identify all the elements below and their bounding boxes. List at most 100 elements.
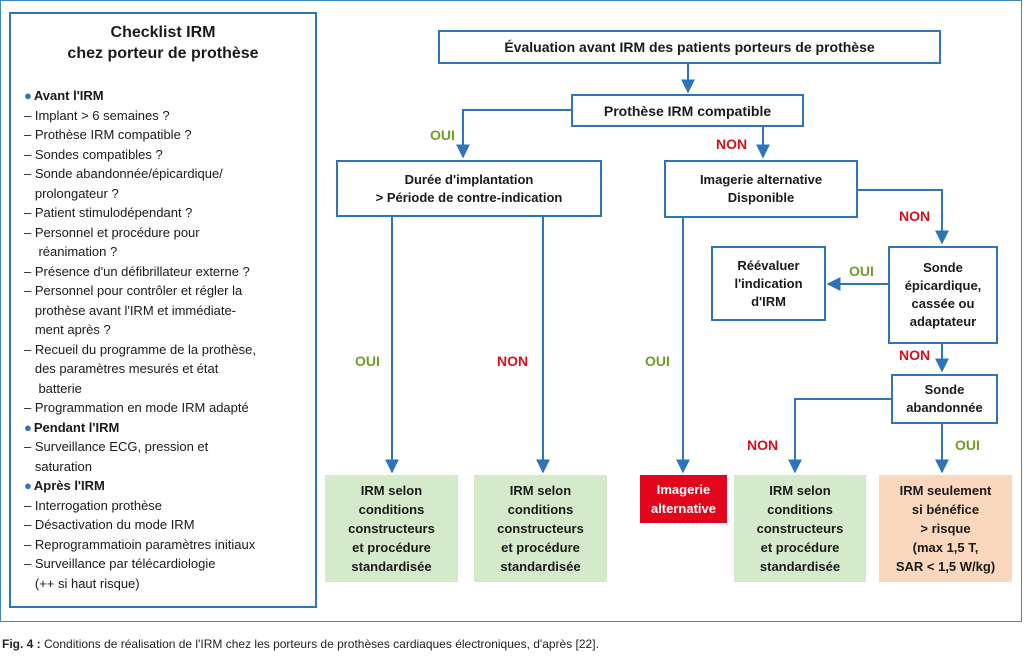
result-irm-standard-2: IRM selon conditions constructeurs et pr… [474, 475, 607, 582]
checklist-item: – Désactivation du mode IRM [24, 515, 316, 535]
checklist-line-text: – Reprogrammatioin paramètres initiaux [24, 536, 256, 552]
label-non-duree: NON [497, 353, 529, 369]
checklist-line-text: prolongateur ? [24, 185, 119, 201]
label-non-dispo: NON [899, 208, 931, 224]
bullet-icon: ● [24, 88, 32, 103]
result-irm-benefice-risque: IRM seulement si bénéfice > risque (max … [879, 475, 1012, 582]
checklist-lines: ●Avant l'IRM– Implant > 6 semaines ?– Pr… [24, 86, 316, 593]
checklist-item: – Sondes compatibles ? [24, 145, 316, 165]
checklist-line-text: Avant l'IRM [33, 88, 104, 103]
checklist-item: – Programmation en mode IRM adapté [24, 398, 316, 418]
checklist-line-text: réanimation ? [24, 244, 118, 259]
checklist-line-text: – Présence d'un défibrillateur externe ? [24, 263, 250, 279]
caption-prefix: Fig. 4 : [2, 637, 41, 651]
label-oui-compatible: OUI [430, 127, 455, 143]
checklist-line-text: – Surveillance par télécardiologie [24, 556, 216, 571]
checklist-line-text: – Personnel et procédure pour [24, 224, 200, 240]
figure-frame [0, 0, 1022, 622]
checklist-item: – Surveillance par télécardiologie [24, 554, 316, 574]
checklist-line-text: – Programmation en mode IRM adapté [24, 400, 249, 415]
box-reevaluer-text: Réévaluer l'indication d'IRM [734, 257, 803, 309]
checklist-line-text: Pendant l'IRM [33, 419, 120, 435]
checklist-panel: Checklist IRM chez porteur de prothèse ●… [9, 12, 317, 608]
result-irm-standard-3: IRM selon conditions constructeurs et pr… [734, 475, 866, 582]
result-irm-standard-3-text: IRM selon conditions constructeurs et pr… [756, 483, 844, 574]
checklist-line-text: saturation [24, 458, 92, 474]
checklist-title-line1: Checklist IRM [110, 24, 216, 41]
box-reevaluer: Réévaluer l'indication d'IRM [711, 246, 826, 321]
checklist-line-text: – Implant > 6 semaines ? [24, 107, 170, 123]
checklist-item: – Patient stimulodépendant ? [24, 203, 316, 223]
checklist-item: – Personnel et procédure pour [24, 223, 316, 243]
checklist-line-text: – Personnel pour contrôler et régler la [24, 283, 243, 298]
result-irm-standard-2-text: IRM selon conditions constructeurs et pr… [497, 483, 584, 574]
checklist-item: réanimation ? [24, 242, 316, 262]
checklist-line-text: – Patient stimulodépendant ? [24, 205, 193, 220]
bullet-icon: ● [24, 478, 32, 493]
checklist-section-heading: ●Avant l'IRM [24, 86, 316, 106]
box-sonde-abandonnee-text: Sonde abandonnée [906, 382, 983, 415]
label-non-sonde-epi: NON [899, 347, 931, 363]
arrow-aband-non [788, 398, 891, 474]
box-evaluation: Évaluation avant IRM des patients porteu… [438, 30, 941, 64]
checklist-line-text: prothèse avant l'IRM et immédiate- [24, 302, 237, 318]
checklist-line-text: batterie [24, 380, 82, 396]
checklist-item: batterie [24, 379, 316, 399]
box-imagerie-disponible-text: Imagerie alternative Disponible [699, 172, 823, 205]
checklist-line-text: – Sondes compatibles ? [24, 146, 163, 162]
arrow-dispo-non [858, 189, 949, 245]
checklist-item: prothèse avant l'IRM et immédiate- [24, 301, 316, 321]
box-duree-implantation: Durée d'implantation > Période de contre… [336, 160, 602, 217]
label-oui-aband: OUI [955, 437, 980, 453]
checklist-line-text: – Interrogation prothèse [24, 497, 163, 513]
box-imagerie-disponible: Imagerie alternative Disponible [664, 160, 858, 218]
box-sonde-epicardique-text: Sonde épicardique, cassée ou adaptateur [904, 260, 982, 329]
checklist-item: (++ si haut risque) [24, 574, 316, 594]
checklist-line-text: – Surveillance ECG, pression et [24, 439, 209, 454]
checklist-item: ment après ? [24, 320, 316, 340]
checklist-item: – Surveillance ECG, pression et [24, 437, 316, 457]
figure-caption: Fig. 4 : Conditions de réalisation de l'… [2, 637, 599, 651]
label-oui-sonde-epi: OUI [849, 263, 874, 279]
box-sonde-epicardique: Sonde épicardique, cassée ou adaptateur [888, 246, 998, 344]
checklist-title: Checklist IRM chez porteur de prothèse [11, 22, 315, 64]
label-oui-dispo: OUI [645, 353, 670, 369]
checklist-item: des paramètres mesurés et état [24, 359, 316, 379]
label-oui-duree: OUI [355, 353, 380, 369]
checklist-line-text: ment après ? [24, 322, 111, 337]
caption-text: Conditions de réalisation de l'IRM chez … [40, 637, 599, 651]
checklist-item: – Interrogation prothèse [24, 496, 316, 516]
box-prothese-compatible: Prothèse IRM compatible [571, 94, 804, 127]
result-irm-standard-1: IRM selon conditions constructeurs et pr… [325, 475, 458, 582]
checklist-item: – Recueil du programme de la prothèse, [24, 340, 316, 360]
result-imagerie-alternative: Imagerie alternative [640, 475, 727, 523]
box-duree-implantation-text: Durée d'implantation > Période de contre… [375, 171, 563, 205]
checklist-item: – Présence d'un défibrillateur externe ? [24, 262, 316, 282]
checklist-section-heading: ●Pendant l'IRM [24, 418, 316, 438]
checklist-item: – Sonde abandonnée/épicardique/ [24, 164, 316, 184]
checklist-line-text: Après l'IRM [33, 478, 105, 493]
checklist-item: – Prothèse IRM compatible ? [24, 125, 316, 145]
arrow-compatible-oui [456, 109, 571, 159]
label-non-aband: NON [747, 437, 779, 453]
checklist-item: saturation [24, 457, 316, 477]
checklist-item: – Implant > 6 semaines ? [24, 106, 316, 126]
label-non-compatible: NON [716, 136, 748, 152]
box-evaluation-text: Évaluation avant IRM des patients porteu… [504, 39, 875, 55]
checklist-line-text: – Sonde abandonnée/épicardique/ [24, 166, 223, 181]
checklist-item: prolongateur ? [24, 184, 316, 204]
checklist-section-heading: ●Après l'IRM [24, 476, 316, 496]
checklist-line-text: – Désactivation du mode IRM [24, 517, 195, 532]
checklist-line-text: – Prothèse IRM compatible ? [24, 127, 192, 142]
result-imagerie-alternative-text: Imagerie alternative [650, 482, 717, 516]
checklist-line-text: (++ si haut risque) [24, 575, 140, 591]
checklist-item: – Reprogrammatioin paramètres initiaux [24, 535, 316, 555]
checklist-item: – Personnel pour contrôler et régler la [24, 281, 316, 301]
checklist-title-line2: chez porteur de prothèse [67, 45, 259, 62]
checklist-line-text: – Recueil du programme de la prothèse, [24, 341, 256, 357]
result-irm-benefice-risque-text: IRM seulement si bénéfice > risque (max … [895, 483, 996, 574]
box-sonde-abandonnee: Sonde abandonnée [891, 374, 998, 424]
flow-connectors [385, 63, 949, 474]
checklist-line-text: des paramètres mesurés et état [24, 361, 219, 376]
box-prothese-compatible-text: Prothèse IRM compatible [603, 102, 772, 119]
